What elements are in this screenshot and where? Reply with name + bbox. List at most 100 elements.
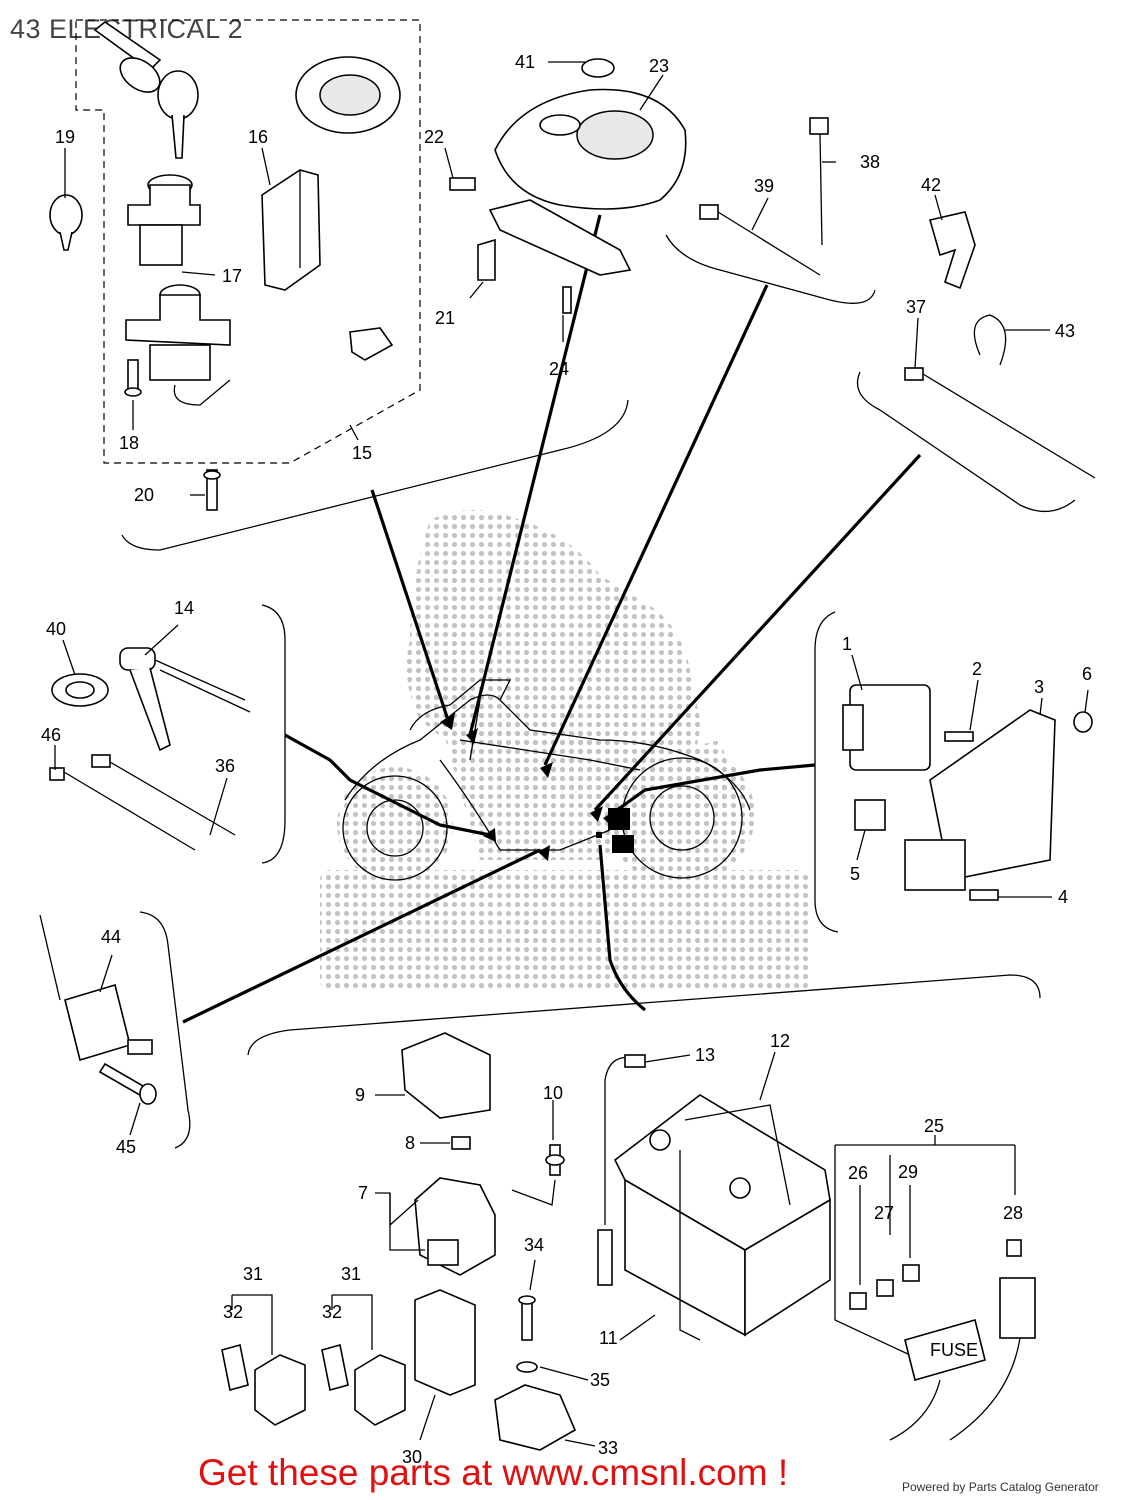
part-ecu-16 <box>261 169 321 291</box>
part-sensor-33 <box>494 1384 577 1451</box>
part-washer-35 <box>516 1361 538 1373</box>
part-cover-3 <box>904 709 1056 891</box>
part-bolt-4 <box>969 889 999 901</box>
callout-11: 11 <box>599 1328 618 1348</box>
part-tie-37 <box>904 367 1096 479</box>
callout-31-left: 31 <box>243 1264 263 1284</box>
callout-28: 28 <box>1003 1203 1023 1223</box>
callout-10: 10 <box>543 1083 563 1103</box>
callout-1: 1 <box>842 634 852 654</box>
part-cap-41 <box>581 58 615 78</box>
callout-32-right: 32 <box>322 1302 342 1322</box>
part-relay-30 <box>414 1289 476 1396</box>
callout-25: 25 <box>924 1116 944 1136</box>
callout-2: 2 <box>972 659 982 679</box>
part-sensor-14 <box>119 647 251 752</box>
callout-labels: 19 16 17 18 15 20 22 21 24 41 23 38 39 4… <box>41 52 1092 1467</box>
part-cable-tie-39 <box>699 204 821 276</box>
callout-35: 35 <box>590 1370 610 1390</box>
part-cover-9 <box>401 1032 491 1119</box>
part-bolt-20 <box>203 469 221 511</box>
callout-6: 6 <box>1082 664 1092 684</box>
callout-42: 42 <box>921 175 941 195</box>
part-screw-18 <box>124 359 142 397</box>
callout-44: 44 <box>101 927 121 947</box>
part-sensor-44 <box>39 914 153 1062</box>
part-pad-5 <box>854 799 886 831</box>
part-bracket-21 <box>477 199 632 281</box>
callout-8: 8 <box>405 1133 415 1153</box>
callout-45: 45 <box>116 1137 136 1157</box>
callout-21: 21 <box>435 308 455 328</box>
part-band-11 <box>679 1150 701 1341</box>
callout-13: 13 <box>695 1045 715 1065</box>
part-relay-7 <box>414 1177 496 1276</box>
callout-19: 19 <box>55 127 75 147</box>
part-bolt-22 <box>449 177 476 191</box>
callout-22: 22 <box>424 127 444 147</box>
part-bolt-45 <box>98 1062 157 1105</box>
callout-46: 46 <box>41 725 61 745</box>
part-regulator-1 <box>842 684 931 771</box>
callout-32-left: 32 <box>223 1302 243 1322</box>
callout-17: 17 <box>222 266 242 286</box>
powered-by-text: Powered by Parts Catalog Generator <box>902 1480 1099 1494</box>
callout-31-right: 31 <box>341 1264 361 1284</box>
callout-14: 14 <box>174 598 194 618</box>
group-brackets <box>121 214 1076 1149</box>
callout-26: 26 <box>848 1163 868 1183</box>
callout-33: 33 <box>598 1438 618 1458</box>
callout-18: 18 <box>119 433 139 453</box>
callout-leaders <box>54 61 1089 1447</box>
part-ignition-switch-17 <box>127 174 201 266</box>
part-clamp-38 <box>809 117 829 246</box>
callout-40: 40 <box>46 619 66 639</box>
callout-5: 5 <box>850 864 860 884</box>
callout-3: 3 <box>1034 677 1044 697</box>
callout-16: 16 <box>248 127 268 147</box>
part-clamp-40 <box>51 673 109 707</box>
part-cowl-23 <box>494 88 687 210</box>
part-cable-13 <box>597 1054 646 1286</box>
fuse-box-label: FUSE <box>930 1340 978 1360</box>
part-fuse-8 <box>451 1136 471 1150</box>
callout-37: 37 <box>906 297 926 317</box>
part-cap-ring <box>295 56 401 134</box>
part-bolt-10 <box>545 1144 565 1176</box>
part-spare-key-19 <box>49 194 83 251</box>
callout-15: 15 <box>352 443 372 463</box>
callout-7: 7 <box>358 1183 368 1203</box>
part-battery-12 <box>613 1094 831 1337</box>
part-clip-42 <box>928 211 976 290</box>
part-relay-set-right <box>321 1294 406 1426</box>
part-fuse-bracket-25 <box>834 1144 1022 1356</box>
callout-12: 12 <box>770 1031 790 1051</box>
part-clip-43 <box>973 314 1007 366</box>
part-fuse-box: FUSE <box>889 1277 1036 1441</box>
part-small-sensor <box>349 327 394 361</box>
callout-39: 39 <box>754 176 774 196</box>
part-bolt-2 <box>944 731 974 742</box>
callout-38: 38 <box>860 152 880 172</box>
part-relay-set-left <box>221 1294 306 1426</box>
callout-41: 41 <box>515 52 535 72</box>
part-screw-24 <box>562 286 572 314</box>
watermark-logo <box>320 510 810 990</box>
callout-30: 30 <box>402 1447 422 1467</box>
callout-34: 34 <box>524 1235 544 1255</box>
callout-23: 23 <box>649 56 669 76</box>
part-lock-assembly <box>125 284 231 406</box>
callout-9: 9 <box>355 1085 365 1105</box>
promo-link[interactable]: Get these parts at www.cmsnl.com ! <box>198 1452 789 1493</box>
callout-29: 29 <box>898 1162 918 1182</box>
part-nut-6 <box>1073 711 1093 733</box>
part-bolt-34 <box>518 1295 536 1341</box>
callout-27: 27 <box>874 1203 894 1223</box>
part-tie-46 <box>49 767 196 851</box>
callout-43: 43 <box>1055 321 1075 341</box>
callout-20: 20 <box>134 485 154 505</box>
part-keys <box>93 21 199 159</box>
callout-24: 24 <box>549 359 569 379</box>
callout-4: 4 <box>1058 887 1068 907</box>
